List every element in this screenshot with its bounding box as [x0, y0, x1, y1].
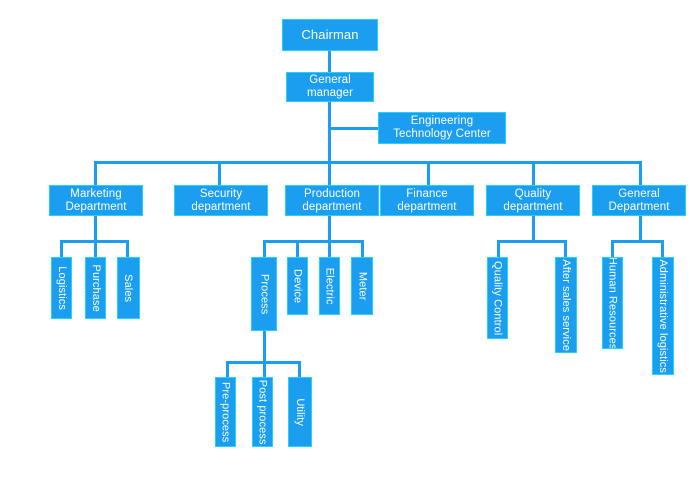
connector-general-to-human-resources [611, 240, 614, 258]
connector-general-manager-trunk [328, 100, 331, 162]
node-device[interactable]: Device [287, 257, 308, 315]
node-purchase[interactable]: Purchase [85, 257, 106, 319]
node-post-process[interactable]: Post process [252, 377, 273, 447]
connector-trunk-to-engineering-technology-center [330, 127, 380, 130]
connector-production-to-device [296, 240, 299, 258]
connector-bus-to-production [328, 161, 331, 186]
connector-process-to-pre-process [226, 361, 229, 378]
node-quality-department-label: Quality department [503, 187, 563, 213]
connector-quality-stem [532, 215, 535, 241]
node-engineering-technology-center[interactable]: Engineering Technology Center [378, 112, 506, 144]
node-chairman-label: Chairman [301, 26, 359, 42]
node-general-department-label: General Department [608, 187, 670, 213]
node-device-label: Device [291, 268, 304, 304]
connector-marketing-stem [94, 215, 97, 241]
node-purchase-label: Purchase [89, 264, 102, 312]
connector-production-to-electric [328, 240, 331, 258]
connector-marketing-to-purchase [94, 240, 97, 258]
node-finance-department-label: Finance department [397, 187, 457, 213]
node-pre-process[interactable]: Pre-process [215, 377, 236, 447]
connector-production-to-meter [361, 240, 364, 258]
node-quality-department[interactable]: Quality department [486, 185, 580, 216]
node-general-department[interactable]: General Department [592, 185, 686, 216]
node-quality-control-label: Quality Control [491, 260, 504, 336]
connector-general-department-bus [611, 240, 664, 243]
connector-marketing-to-sales [126, 240, 129, 258]
connector-quality-to-quality-control [497, 240, 500, 258]
connector-production-to-process [263, 240, 266, 258]
connector-process-to-post-process [263, 361, 266, 378]
node-engineering-technology-center-label: Engineering Technology Center [393, 115, 491, 140]
node-pre-process-label: Pre-process [219, 381, 232, 443]
node-marketing-department-label: Marketing Department [65, 187, 127, 213]
connector-production-stem [328, 215, 331, 241]
connector-bus-to-finance [427, 161, 430, 186]
connector-department-bus [94, 161, 642, 164]
connector-bus-to-quality [532, 161, 535, 186]
connector-bus-to-general-department [639, 161, 642, 186]
node-administrative-logistics[interactable]: Administrative logistics [652, 257, 674, 375]
node-meter[interactable]: Meter [351, 257, 373, 315]
node-electric-label: Electric [323, 267, 336, 305]
node-utility[interactable]: Utility [288, 377, 312, 447]
node-process[interactable]: Process [251, 257, 277, 331]
connector-process-to-utility [298, 361, 301, 378]
node-production-department[interactable]: Production department [285, 185, 379, 216]
node-utility-label: Utility [294, 398, 307, 426]
connector-general-to-administrative-logistics [661, 240, 664, 258]
node-sales-label: Sales [122, 273, 135, 303]
node-process-label: Process [258, 273, 271, 315]
node-chairman[interactable]: Chairman [282, 19, 378, 51]
node-security-department[interactable]: Security department [174, 185, 268, 216]
connector-process-stem [263, 330, 266, 362]
node-finance-department[interactable]: Finance department [380, 185, 474, 216]
connector-production-bus [263, 240, 364, 243]
node-sales[interactable]: Sales [117, 257, 140, 319]
node-security-department-label: Security department [191, 187, 251, 213]
node-logistics-label: Logistics [55, 266, 68, 310]
node-general-manager-label: General manager [306, 74, 354, 99]
node-meter-label: Meter [356, 271, 369, 301]
node-quality-control[interactable]: Quality Control [487, 257, 508, 339]
connector-quality-bus [497, 240, 567, 243]
node-marketing-department[interactable]: Marketing Department [49, 185, 143, 216]
node-after-sales-service-label: After sales service [560, 259, 573, 351]
connector-quality-to-after-sales-service [564, 240, 567, 258]
node-electric[interactable]: Electric [319, 257, 340, 315]
connector-chairman-to-general-manager [328, 50, 331, 74]
node-general-manager[interactable]: General manager [286, 72, 374, 102]
node-production-department-label: Production department [302, 187, 362, 213]
node-administrative-logistics-label: Administrative logistics [657, 259, 670, 373]
connector-marketing-to-logistics [60, 240, 63, 258]
node-human-resources-label: Human Resources [606, 257, 619, 349]
node-logistics[interactable]: Logistics [51, 257, 72, 319]
connector-bus-to-marketing [94, 161, 97, 186]
connector-general-department-stem [639, 215, 642, 241]
node-human-resources[interactable]: Human Resources [602, 257, 623, 349]
connector-bus-to-security [218, 161, 221, 186]
node-post-process-label: Post process [256, 379, 269, 445]
node-after-sales-service[interactable]: After sales service [555, 257, 577, 353]
